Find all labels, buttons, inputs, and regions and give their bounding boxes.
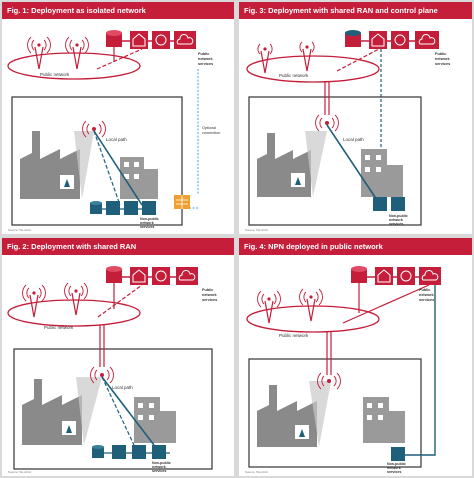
- public-network-label: Public network: [40, 72, 70, 77]
- office-building-icon: [361, 149, 403, 197]
- antenna-mast-icon: [27, 36, 51, 70]
- public-services-label: Public network services: [435, 52, 451, 66]
- core-function-box: [152, 267, 170, 285]
- core-network-row: [257, 266, 441, 324]
- public-network-cloud: [246, 55, 380, 83]
- public-services-label: Public network services: [202, 288, 218, 302]
- factory-icon: [22, 377, 102, 445]
- antenna-mast-icon: [65, 36, 89, 70]
- public-network-label: Public network: [279, 333, 309, 338]
- core-function-box: [130, 31, 148, 49]
- small-cell-icon: [82, 120, 106, 138]
- antenna-mast-icon: [257, 43, 273, 74]
- figure-2-panel: Fig. 2: Deployment with shared RAN: [2, 238, 234, 476]
- core-function-box: [369, 31, 387, 49]
- nonpublic-services-label: Non-public network services: [387, 462, 407, 474]
- core-network-row: [22, 266, 198, 318]
- factory-premises-box: [11, 96, 183, 226]
- database-icon: [106, 266, 122, 283]
- source-note: Source: 5G-ACIA: [8, 470, 32, 474]
- factory-premises-box: [248, 96, 422, 226]
- core-function-box: [397, 267, 415, 285]
- factory-premises-box: [248, 358, 422, 468]
- database-icon: [345, 30, 361, 47]
- cloud-services-box: [415, 31, 439, 49]
- small-cell-icon: [90, 366, 114, 384]
- nonpublic-services-label: Non-public network services: [152, 461, 172, 473]
- core-function-box: [124, 201, 138, 215]
- core-function-box: [130, 267, 148, 285]
- antenna-mast-icon: [257, 290, 281, 324]
- public-network-label: Public network: [279, 73, 309, 78]
- office-building-icon: [134, 397, 176, 443]
- local-path-label: Local path: [112, 385, 133, 390]
- public-network-cloud: [7, 299, 141, 327]
- cloud-services-box: [142, 201, 156, 215]
- factory-icon: [257, 381, 331, 447]
- source-note: Source: 5G-ACIA: [8, 228, 32, 232]
- public-services-label: Public network services: [198, 52, 214, 66]
- local-path-label: Local path: [106, 137, 127, 142]
- office-building-icon: [363, 397, 405, 443]
- figure-3-title: Fig. 3: Deployment with shared RAN and c…: [239, 2, 472, 19]
- cloud-services-box: [391, 447, 405, 461]
- figure-4-panel: Fig. 4: NPN deployed in public network: [239, 238, 472, 476]
- antenna-mast-icon: [64, 282, 88, 316]
- core-function-box: [391, 31, 409, 49]
- core-function-box: [375, 267, 393, 285]
- figure-4-title: Fig. 4: NPN deployed in public network: [239, 238, 472, 255]
- core-function-box: [112, 445, 126, 459]
- public-network-cloud: [246, 305, 380, 333]
- source-note: Source: 5G-ACIA: [245, 470, 269, 474]
- database-icon: [92, 445, 104, 458]
- database-icon: [106, 30, 122, 47]
- source-note: Source: 5G-ACIA: [245, 228, 269, 232]
- small-cell-icon: [315, 114, 339, 132]
- local-path-label: Local path: [343, 137, 364, 142]
- factory-icon: [257, 131, 327, 197]
- database-icon: [351, 266, 367, 283]
- nonpublic-services-label: Non-public network services: [389, 214, 409, 226]
- core-network-row: [27, 30, 196, 70]
- database-icon: [90, 201, 102, 214]
- public-services-label: Public network services: [419, 288, 435, 302]
- public-network-label: Public network: [44, 325, 74, 330]
- core-network-row: [257, 30, 439, 74]
- public-network-cloud: [7, 52, 141, 80]
- figure-2-title: Fig. 2: Deployment with shared RAN: [2, 238, 234, 255]
- core-function-box: [373, 197, 387, 211]
- factory-premises-box: [13, 348, 213, 470]
- antenna-mast-icon: [299, 41, 315, 72]
- core-function-box: [152, 31, 170, 49]
- small-cell-icon: [317, 372, 341, 390]
- figure-3-panel: Fig. 3: Deployment with shared RAN and c…: [239, 2, 472, 234]
- figure-1-panel: Fig. 1: Deployment as isolated network: [2, 2, 234, 234]
- figure-1-title: Fig. 1: Deployment as isolated network: [2, 2, 234, 19]
- office-building-icon: [120, 157, 158, 199]
- antenna-mast-icon: [22, 284, 46, 318]
- core-function-box: [106, 201, 120, 215]
- factory-icon: [20, 131, 94, 199]
- cloud-services-box: [152, 445, 166, 459]
- cloud-services-box: [391, 197, 405, 211]
- core-function-box: [132, 445, 146, 459]
- antenna-mast-icon: [299, 288, 323, 322]
- optional-connection-label: Optional connection: [202, 126, 220, 135]
- nonpublic-services-label: Non-public network services: [140, 217, 160, 229]
